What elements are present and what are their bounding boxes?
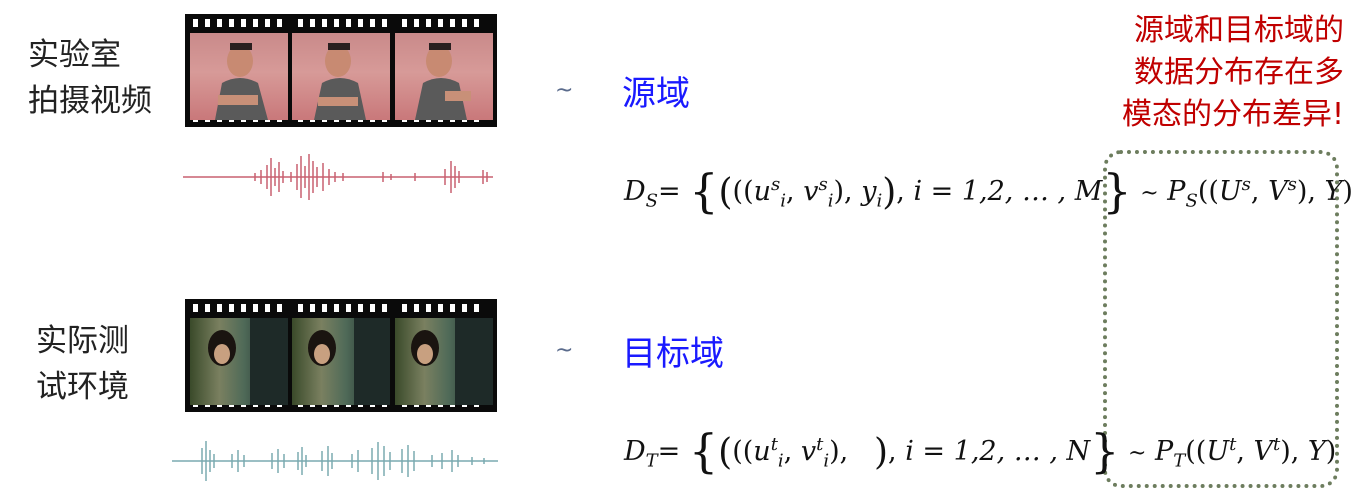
source-count: M (1074, 176, 1103, 207)
source-video-label-line1: 实验室 (28, 37, 121, 73)
source-y-sub: i (876, 190, 883, 212)
source-U: U (1218, 176, 1242, 207)
target-domain-label: 目标域 (622, 334, 724, 374)
target-u-sup: t (770, 434, 778, 455)
source-U-sup: s (1241, 174, 1251, 195)
target-env-label-line2: 试环境 (36, 369, 129, 405)
target-u: u (753, 436, 771, 467)
target-frame-3 (395, 318, 493, 405)
source-u-sub: i (780, 190, 787, 212)
source-u: u (753, 176, 772, 207)
target-U-sup: t (1229, 434, 1237, 455)
target-dist-subscript: T (1173, 450, 1186, 472)
brace-open: { (688, 424, 719, 478)
target-dist-tilde: ~ (1128, 441, 1147, 466)
target-env-label: 实际测 试环境 (36, 318, 129, 410)
distribution-highlight-box (1103, 150, 1339, 488)
target-v: v (800, 436, 817, 467)
source-v-sup: s (818, 174, 828, 195)
target-set-subscript: T (645, 450, 658, 472)
source-tilde: ~ (555, 78, 574, 103)
target-formula: DT= {(((uti, vti), ), i = 1,2, … , N} ~ … (624, 424, 1337, 478)
target-U: U (1206, 436, 1230, 467)
target-tilde: ~ (555, 338, 574, 363)
source-frame-3 (395, 33, 493, 120)
target-Y: Y (1307, 436, 1326, 467)
target-V: V (1253, 436, 1273, 467)
paren-close: ) (882, 172, 897, 213)
distribution-gap-note: 源域和目标域的 数据分布存在多 模态的分布差异! (1088, 10, 1344, 136)
source-frame-2 (292, 33, 390, 120)
paren-open: ( (718, 432, 733, 473)
target-v-sub: i (823, 450, 830, 472)
target-frame-2 (292, 318, 390, 405)
target-v-sup: t (816, 434, 824, 455)
source-domain-label: 源域 (622, 74, 690, 114)
source-audio-waveform (183, 154, 493, 200)
target-audio-waveform (172, 441, 498, 481)
note-line3: 模态的分布差异! (1121, 97, 1344, 132)
target-filmstrip (185, 299, 497, 412)
source-set-subscript: S (645, 190, 658, 212)
target-dist-symbol: P (1155, 436, 1174, 467)
source-y: y (861, 176, 877, 207)
source-u-sup: s (771, 174, 781, 195)
target-V-sup: t (1272, 434, 1281, 455)
source-video-label-line2: 拍摄视频 (28, 83, 152, 119)
paren-close: ) (874, 432, 889, 473)
source-dist-symbol: P (1167, 176, 1186, 207)
note-line1: 源域和目标域的 (1134, 13, 1344, 48)
source-V-sup: s (1287, 174, 1297, 195)
source-v-sub: i (827, 190, 834, 212)
source-V: V (1268, 176, 1288, 207)
paren-open: ( (718, 172, 733, 213)
brace-close: } (1102, 164, 1132, 218)
source-frame-1 (190, 33, 288, 120)
brace-close: } (1090, 424, 1120, 478)
target-u-sub: i (777, 450, 784, 472)
source-Y: Y (1324, 176, 1343, 207)
source-v: v (803, 176, 819, 207)
target-env-label-line1: 实际测 (36, 323, 129, 359)
source-dist-subscript: S (1185, 190, 1198, 212)
source-range: i = 1,2, … , (913, 176, 1067, 207)
source-dist-tilde: ~ (1140, 181, 1159, 206)
source-set-symbol: D (624, 176, 646, 207)
source-video-label: 实验室 拍摄视频 (28, 32, 152, 124)
target-count: N (1066, 436, 1091, 467)
note-line2: 数据分布存在多 (1134, 55, 1344, 90)
source-filmstrip (185, 14, 497, 127)
brace-open: { (689, 164, 719, 218)
target-set-symbol: D (624, 436, 646, 467)
source-formula: DS= {(((usi, vsi), yi), i = 1,2, … , M} … (624, 164, 1353, 218)
target-range: i = 1,2, … , (905, 436, 1058, 467)
target-frame-1 (190, 318, 288, 405)
